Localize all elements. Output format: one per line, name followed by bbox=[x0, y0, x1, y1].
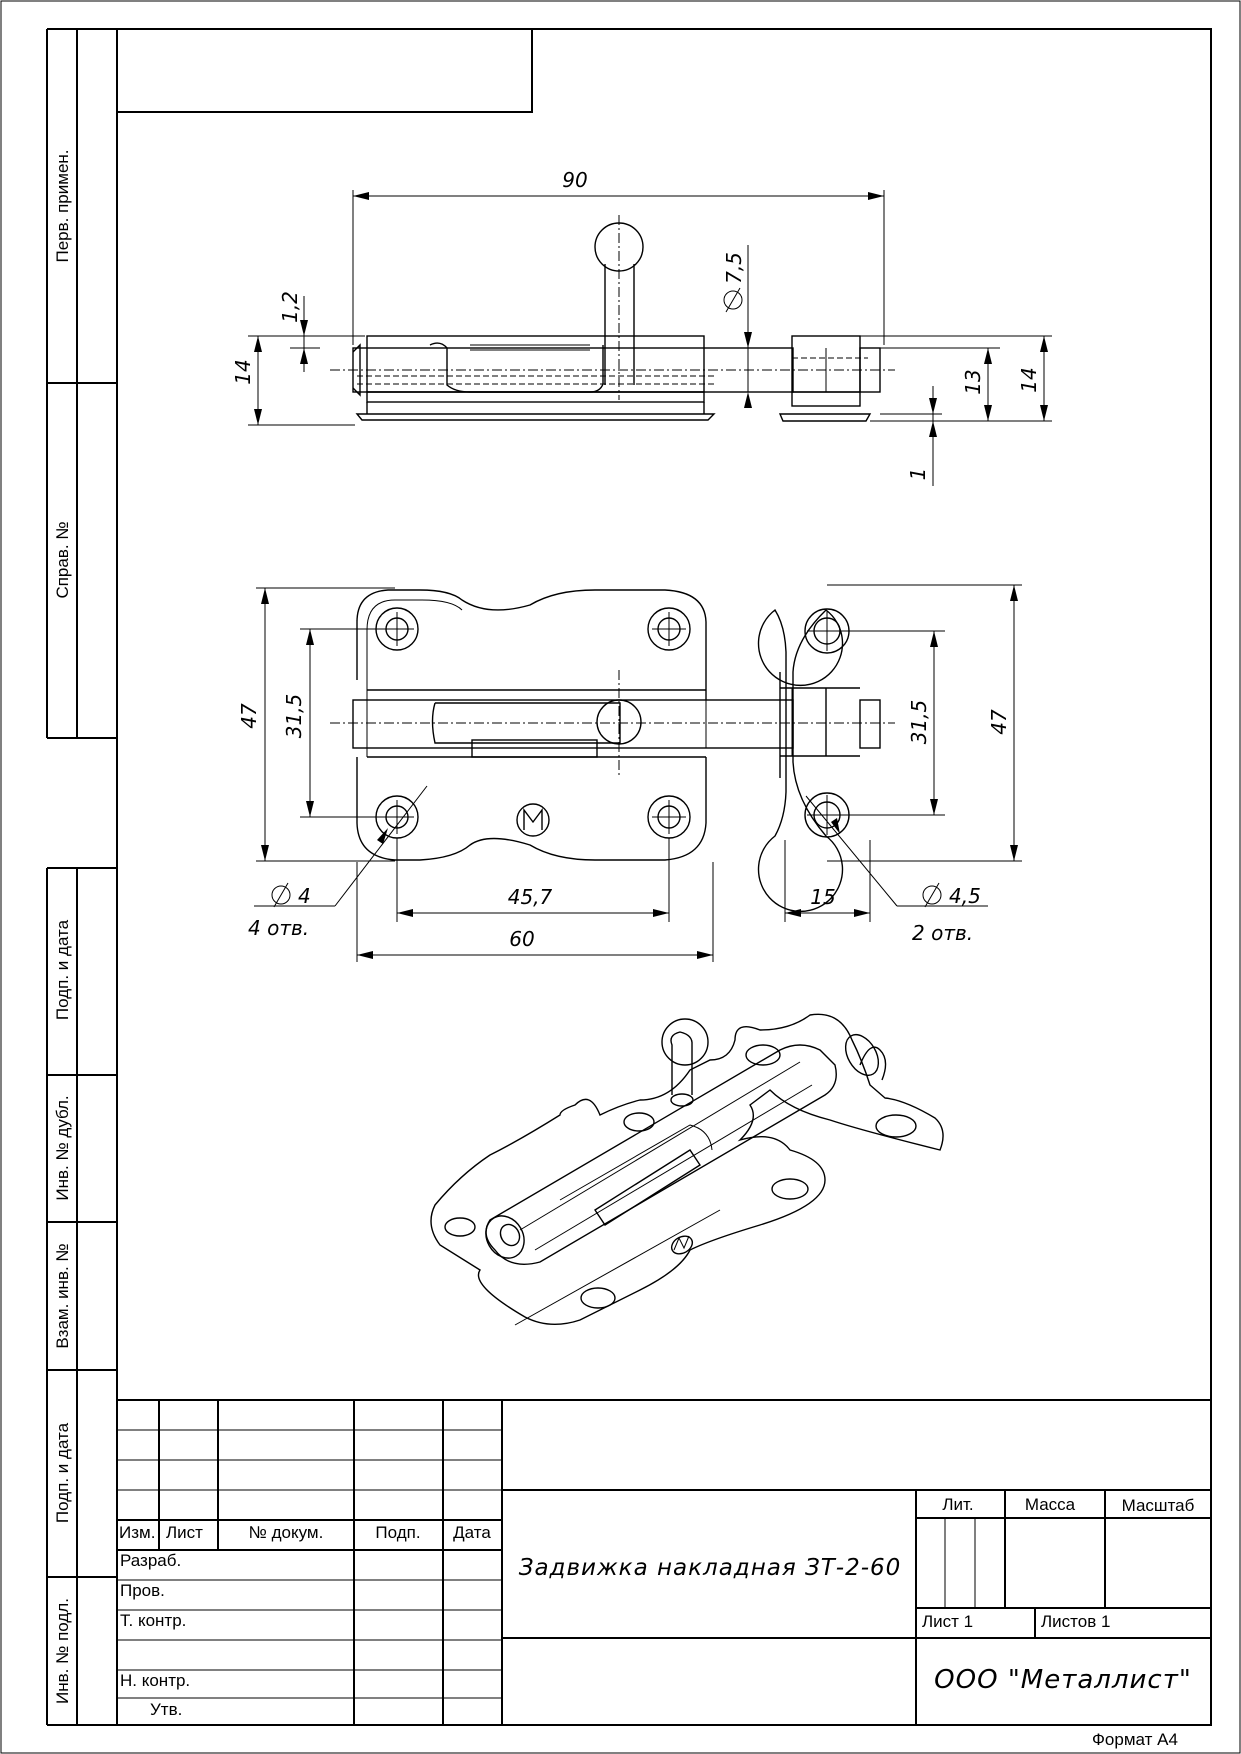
organization-name: ООО "Металлист" bbox=[934, 1665, 1192, 1695]
dim-7-5: 7,5 bbox=[722, 252, 746, 284]
col-massa: Масса bbox=[1025, 1495, 1076, 1514]
maker-logo bbox=[516, 803, 550, 837]
col-podp: Подп. bbox=[375, 1523, 420, 1542]
dim-31-5-left: 31,5 bbox=[282, 694, 306, 739]
sheet-number: Лист 1 bbox=[922, 1612, 973, 1631]
col-list: Лист bbox=[166, 1523, 203, 1542]
row-utv: Утв. bbox=[150, 1700, 182, 1719]
dim-90: 90 bbox=[562, 168, 587, 192]
row-n-kontr: Н. контр. bbox=[120, 1671, 190, 1690]
col-masshtab: Масштаб bbox=[1122, 1496, 1195, 1515]
col-dokum: № докум. bbox=[249, 1523, 324, 1542]
row-razrab: Разраб. bbox=[120, 1551, 181, 1570]
paper-format: Формат А4 bbox=[1092, 1730, 1178, 1749]
dim-hole-4: 4 bbox=[298, 884, 311, 908]
stamp-inv-dubl: Инв. № дубл. bbox=[53, 1095, 72, 1200]
dim-hole-4-5: 4,5 bbox=[949, 884, 981, 908]
isometric-view bbox=[430, 1013, 944, 1326]
stamp-podp-data-2: Подп. и дата bbox=[53, 1422, 72, 1523]
dim-47-right: 47 bbox=[987, 709, 1011, 735]
dim-45-7: 45,7 bbox=[508, 885, 553, 909]
col-lit: Лит. bbox=[942, 1495, 973, 1514]
title-block: Изм. Лист № докум. Подп. Дата Разраб. Пр… bbox=[116, 1399, 1212, 1726]
dim-47-left: 47 bbox=[237, 703, 261, 729]
stamp-perv-primen: Перв. примен. bbox=[53, 149, 72, 262]
top-view-dimensions: 90 14 1,2 7,5 13 14 bbox=[231, 168, 1052, 486]
stamp-sprav-no: Справ. № bbox=[53, 521, 72, 598]
dim-31-5-right: 31,5 bbox=[907, 700, 931, 745]
dim-1: 1 bbox=[906, 468, 930, 481]
front-view-dimensions: 47 31,5 31,5 47 45,7 60 bbox=[237, 584, 1022, 962]
sheet-count: Листов 1 bbox=[1041, 1612, 1110, 1631]
stamp-vzam-inv: Взам. инв. № bbox=[53, 1243, 72, 1348]
row-t-kontr: Т. контр. bbox=[120, 1611, 186, 1630]
side-stamp-labels: Перв. примен. Справ. № Подп. и дата Инв.… bbox=[53, 149, 72, 1703]
dim-14-left: 14 bbox=[231, 359, 255, 384]
stamp-inv-podl: Инв. № подл. bbox=[53, 1598, 72, 1704]
stamp-podp-data-1: Подп. и дата bbox=[53, 919, 72, 1020]
dim-1-2: 1,2 bbox=[278, 291, 302, 323]
col-data: Дата bbox=[453, 1523, 491, 1542]
row-prov: Пров. bbox=[120, 1581, 165, 1600]
drawing-title: Задвижка накладная ЗТ-2-60 bbox=[519, 1555, 902, 1581]
dim-hole-4-count: 4 отв. bbox=[248, 916, 309, 940]
front-view bbox=[330, 589, 895, 912]
dim-60: 60 bbox=[509, 927, 534, 951]
dim-hole-4-5-count: 2 отв. bbox=[912, 921, 973, 945]
top-view bbox=[330, 215, 895, 422]
dim-13: 13 bbox=[961, 369, 985, 394]
dim-14-right: 14 bbox=[1017, 367, 1041, 392]
col-izm: Изм. bbox=[119, 1523, 155, 1542]
dim-15: 15 bbox=[810, 885, 835, 909]
